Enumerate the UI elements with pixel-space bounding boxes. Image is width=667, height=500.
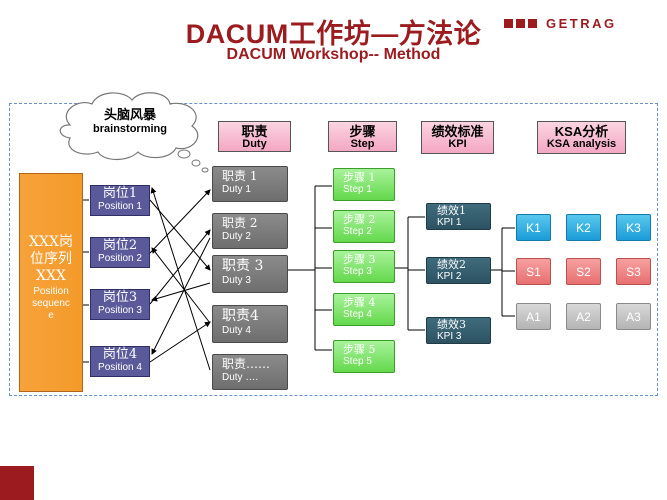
kpi-cn: 绩效3 [437, 318, 466, 331]
cloud-shape [59, 92, 209, 173]
step-cn: 步骤 5 [343, 343, 376, 356]
position-box: 岗位1 Position 1 [90, 185, 150, 216]
header-ksa-cn: KSA分析 [554, 124, 609, 139]
duty-en: Duty 2 [222, 231, 251, 242]
ksa-knowledge-box: K1 [516, 214, 551, 241]
header-step: 步骤 Step [328, 121, 397, 152]
step-box: 步骤 1 Step 1 [333, 168, 395, 201]
step-box: 步骤 5 Step 5 [333, 340, 395, 373]
sequence-line1: XXX岗 [29, 234, 73, 250]
step-en: Step 1 [343, 184, 372, 195]
header-ksa-en: KSA analysis [546, 137, 617, 150]
header-step-en: Step [350, 137, 375, 150]
step-cn: 步骤 3 [343, 253, 376, 266]
duty-en: Duty 4 [222, 325, 251, 336]
duty-box: 职责…… Duty …. [212, 354, 288, 390]
step-box: 步骤 4 Step 4 [333, 293, 395, 326]
duty-box: 职责 1 Duty 1 [212, 166, 288, 202]
position-en: Position 1 [98, 201, 142, 212]
kpi-box: 绩效3 KPI 3 [426, 317, 491, 344]
corner-accent [0, 466, 34, 500]
position-box: 岗位4 Position 4 [90, 346, 150, 377]
ksa-knowledge-box: K2 [566, 214, 601, 241]
kpi-cn: 绩效1 [437, 204, 466, 217]
ksa-skill-box: S1 [516, 258, 551, 285]
step-box: 步骤 2 Step 2 [333, 210, 395, 243]
duty-box: 职责 2 Duty 2 [212, 213, 288, 249]
duty-cn: 职责…… [222, 357, 271, 371]
step-cn: 步骤 1 [343, 171, 376, 184]
step-en: Step 5 [343, 356, 372, 367]
header-duty-cn: 职责 [241, 124, 268, 139]
header-step-cn: 步骤 [349, 124, 376, 139]
position-box: 岗位3 Position 3 [90, 289, 150, 320]
logo-square-icon [516, 18, 525, 28]
step-cn: 步骤 4 [343, 296, 376, 309]
diagram-frame [9, 103, 658, 396]
sequence-line6: e [48, 310, 54, 321]
sequence-line3: XXX [36, 268, 66, 284]
header-duty-en: Duty [242, 137, 267, 150]
page-subtitle: DACUM Workshop-- Method [226, 46, 441, 63]
kpi-en: KPI 2 [437, 271, 462, 282]
kpi-box: 绩效1 KPI 1 [426, 203, 491, 230]
step-en: Step 4 [343, 309, 372, 320]
position-en: Position 2 [98, 253, 142, 264]
ksa-skill-box: S3 [616, 258, 651, 285]
ksa-attitude-box: A3 [616, 303, 651, 330]
header-ksa: KSA分析 KSA analysis [537, 121, 626, 154]
getrag-logo: GETRAG [504, 15, 617, 31]
ksa-attitude-box: A2 [566, 303, 601, 330]
brainstorming-cn: 头脑风暴 [103, 107, 156, 122]
duty-cn: 职责 3 [222, 258, 264, 274]
step-en: Step 2 [343, 226, 372, 237]
position-cn: 岗位3 [102, 290, 138, 305]
page-title: DACUM工作坊—方法论 [185, 19, 482, 49]
kpi-box: 绩效2 KPI 2 [426, 257, 491, 284]
logo-square-icon [504, 18, 513, 28]
duty-cn: 职责 1 [222, 169, 258, 183]
duty-box: 职责4 Duty 4 [212, 305, 288, 343]
header-duty: 职责 Duty [218, 121, 291, 152]
kpi-en: KPI 3 [437, 331, 462, 342]
duty-box: 职责 3 Duty 3 [212, 255, 288, 293]
step-cn: 步骤 2 [343, 213, 376, 226]
position-cn: 岗位2 [102, 238, 138, 253]
header-kpi-cn: 绩效标准 [431, 124, 484, 139]
sequence-line5: sequenc [32, 298, 70, 309]
duty-en: Duty 1 [222, 184, 251, 195]
duty-en: Duty 3 [222, 275, 251, 286]
step-box: 步骤 3 Step 3 [333, 250, 395, 283]
duty-en: Duty …. [222, 372, 259, 383]
logo-text: GETRAG [546, 15, 617, 31]
position-en: Position 4 [98, 362, 142, 373]
header-kpi-en: KPI [448, 137, 467, 150]
position-box: 岗位2 Position 2 [90, 237, 150, 268]
brainstorming-label: 头脑风暴 brainstorming [80, 107, 180, 136]
ksa-knowledge-box: K3 [616, 214, 651, 241]
step-en: Step 3 [343, 266, 372, 277]
position-en: Position 3 [98, 305, 142, 316]
duty-cn: 职责 2 [222, 216, 258, 230]
duty-cn: 职责4 [222, 308, 259, 324]
sequence-line4: Position [33, 286, 69, 297]
ksa-attitude-box: A1 [516, 303, 551, 330]
sequence-line2: 位序列 [30, 251, 72, 267]
kpi-en: KPI 1 [437, 217, 462, 228]
position-sequence-box: XXX岗 位序列 XXX Position sequenc e [19, 173, 83, 392]
brainstorming-en: brainstorming [93, 123, 167, 135]
logo-square-icon [528, 18, 537, 28]
position-cn: 岗位1 [102, 186, 138, 201]
kpi-cn: 绩效2 [437, 258, 466, 271]
ksa-skill-box: S2 [566, 258, 601, 285]
position-cn: 岗位4 [102, 347, 138, 362]
header-kpi: 绩效标准 KPI [421, 121, 494, 154]
